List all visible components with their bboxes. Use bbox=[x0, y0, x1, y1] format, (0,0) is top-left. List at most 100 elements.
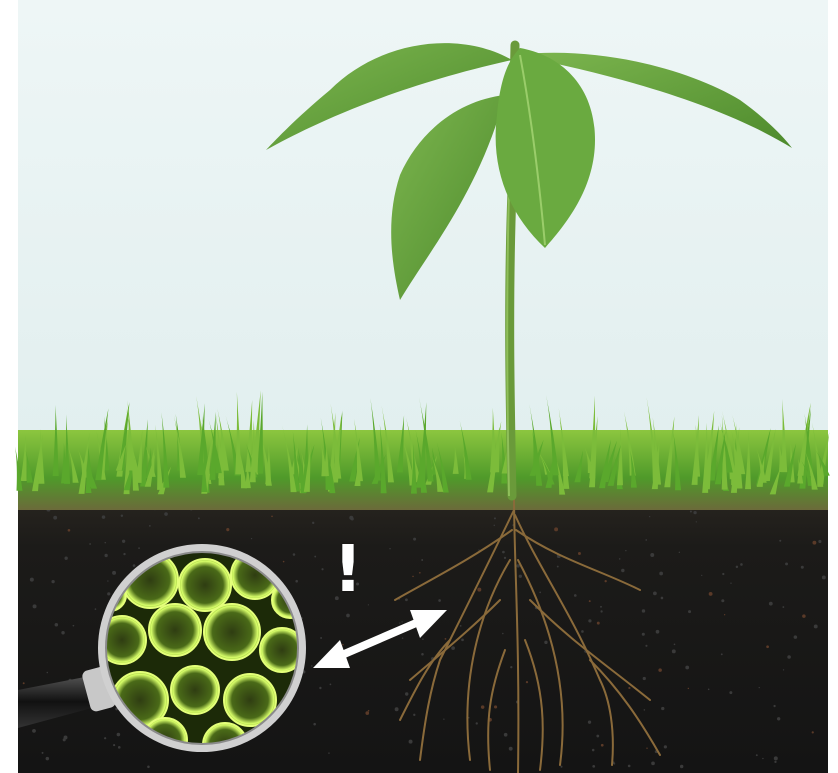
soil-speck bbox=[389, 548, 390, 549]
soil-speck bbox=[122, 540, 125, 543]
soil-speck bbox=[51, 580, 54, 583]
soil-speck bbox=[539, 592, 541, 594]
soil-speck bbox=[320, 637, 322, 639]
soil-speck bbox=[604, 580, 606, 582]
soil-speck bbox=[89, 543, 91, 545]
soil-speck bbox=[419, 572, 421, 574]
soil-speck bbox=[802, 614, 806, 618]
soil-speck bbox=[368, 604, 369, 605]
soil-speck bbox=[494, 525, 495, 526]
soil-speck bbox=[138, 547, 140, 549]
soil-speck bbox=[818, 540, 821, 543]
soil-speck bbox=[724, 614, 725, 615]
soil-speck bbox=[251, 538, 252, 539]
soil-speck bbox=[544, 641, 547, 644]
soil-speck bbox=[756, 754, 758, 756]
soil-speck bbox=[61, 631, 64, 634]
soil-speck bbox=[646, 748, 647, 749]
soil-speck bbox=[762, 758, 763, 759]
soil-speck bbox=[32, 729, 36, 733]
soil-speck bbox=[740, 563, 743, 566]
soil-speck bbox=[104, 737, 106, 739]
soil-speck bbox=[588, 619, 591, 622]
soil-speck bbox=[774, 756, 778, 760]
soil-speck bbox=[328, 752, 329, 753]
soil-speck bbox=[779, 540, 781, 542]
soil-speck bbox=[422, 638, 424, 640]
soil-speck bbox=[645, 539, 647, 541]
exclamation-icon: ! bbox=[330, 530, 366, 610]
soil-speck bbox=[451, 646, 455, 650]
soil-speck bbox=[651, 761, 655, 765]
microbe-cell bbox=[171, 666, 219, 714]
soil-speck bbox=[311, 665, 312, 666]
soil-speck bbox=[30, 578, 34, 582]
soil-speck bbox=[64, 557, 67, 560]
soil-speck bbox=[494, 705, 497, 708]
soil-speck bbox=[589, 600, 591, 602]
soil-speck bbox=[679, 552, 680, 553]
soil-speck bbox=[438, 599, 441, 602]
soil-speck bbox=[321, 568, 323, 570]
soil-speck bbox=[658, 668, 662, 672]
soil-speck bbox=[661, 707, 664, 710]
soil-speck bbox=[674, 644, 676, 646]
soil-speck bbox=[198, 517, 200, 519]
soil-speck bbox=[645, 645, 647, 647]
soil-speck bbox=[709, 592, 713, 596]
soil-speck bbox=[164, 512, 168, 516]
soil-speck bbox=[271, 515, 273, 517]
soil-speck bbox=[342, 644, 344, 646]
soil-speck bbox=[460, 625, 462, 627]
soil-speck bbox=[413, 538, 416, 541]
soil-speck bbox=[680, 765, 683, 768]
soil-speck bbox=[293, 553, 296, 556]
microbe-cell bbox=[179, 559, 231, 611]
soil-speck bbox=[402, 637, 403, 638]
soil-speck bbox=[664, 745, 667, 748]
soil-speck bbox=[721, 653, 723, 655]
soil-speck bbox=[47, 672, 49, 674]
soil-speck bbox=[123, 553, 125, 555]
soil-speck bbox=[149, 525, 151, 527]
soil-speck bbox=[33, 604, 37, 608]
soil-speck bbox=[121, 514, 123, 516]
soil-speck bbox=[653, 591, 657, 595]
soil-speck bbox=[560, 766, 562, 768]
soil-speck bbox=[368, 710, 370, 712]
soil-speck bbox=[118, 746, 121, 749]
soil-speck bbox=[777, 717, 780, 720]
soil-speck bbox=[313, 723, 316, 726]
soil-speck bbox=[822, 576, 826, 580]
soil-speck bbox=[794, 635, 798, 639]
soil-speck bbox=[812, 731, 814, 733]
soil-speck bbox=[812, 541, 816, 545]
soil-speck bbox=[588, 720, 591, 723]
soil-speck bbox=[481, 705, 484, 708]
soil-speck bbox=[477, 588, 481, 592]
soil-speck bbox=[399, 622, 400, 623]
soil-speck bbox=[774, 761, 776, 763]
soil-speck bbox=[133, 564, 136, 567]
soil-speck bbox=[649, 516, 650, 517]
soil-speck bbox=[73, 625, 75, 627]
soil-speck bbox=[644, 709, 646, 711]
soil-speck bbox=[314, 556, 316, 558]
soil-speck bbox=[104, 542, 106, 544]
soil-speck bbox=[596, 735, 599, 738]
soil-speck bbox=[405, 692, 408, 695]
soil-speck bbox=[319, 687, 321, 689]
soil-speck bbox=[401, 621, 402, 622]
soil-speck bbox=[23, 682, 25, 684]
soil-speck bbox=[685, 666, 689, 670]
soil-speck bbox=[349, 516, 353, 520]
soil-speck bbox=[113, 744, 115, 746]
soil-speck bbox=[688, 610, 691, 613]
soil-speck bbox=[600, 606, 602, 608]
soil-speck bbox=[95, 608, 97, 610]
soil-speck bbox=[405, 598, 408, 601]
soil-speck bbox=[642, 633, 645, 636]
soil-speck bbox=[766, 645, 769, 648]
soil-speck bbox=[147, 765, 150, 768]
